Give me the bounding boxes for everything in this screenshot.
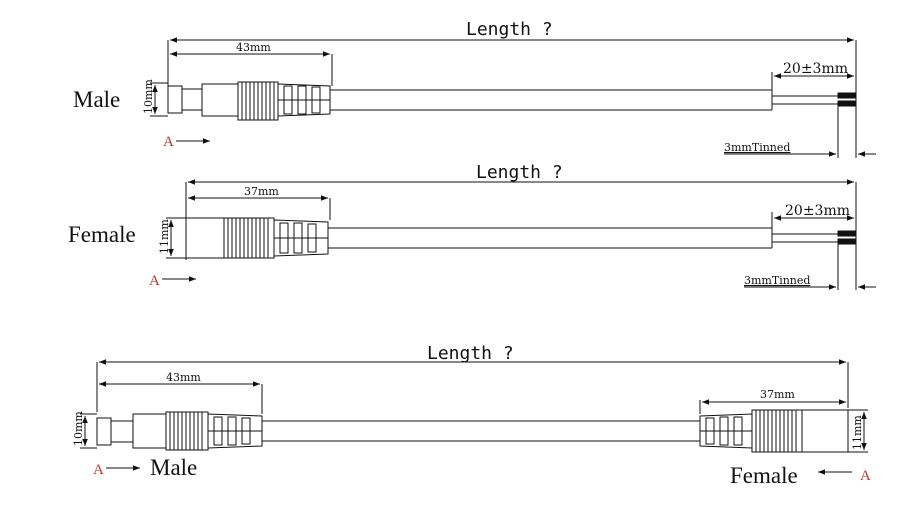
tinned-wire-end: [837, 92, 857, 99]
female-socket: [801, 409, 849, 453]
length-label: Length ?: [466, 19, 553, 40]
right-connector-diameter-label: 11mm: [851, 415, 864, 450]
male-label: Male: [73, 87, 120, 112]
male-label: Male: [150, 455, 197, 480]
male-grip-ribs: [237, 81, 279, 121]
connector-length-label: 37mm: [244, 185, 279, 198]
connector-diameter-label: 11mm: [158, 219, 171, 254]
female-socket: [185, 217, 225, 259]
female-grip-ribs: [751, 409, 803, 453]
male-grip-ribs: [165, 411, 209, 451]
male-strain-relief: [207, 413, 263, 449]
male-strain-relief: [277, 83, 331, 117]
view-marker-a: A: [149, 273, 160, 289]
right-view-marker-a: A: [860, 468, 871, 484]
female-grip-ribs: [223, 217, 275, 259]
tinned-label: 3mmTinned: [724, 141, 790, 154]
female-strain-relief: [699, 413, 753, 449]
left-view-marker-a: A: [93, 462, 104, 478]
tinned-wire-end: [837, 230, 857, 237]
male-barrel: [167, 85, 183, 114]
right-connector-length-label: 37mm: [760, 388, 795, 401]
left-connector-length-label: 43mm: [166, 371, 201, 384]
female-label: Female: [68, 222, 136, 247]
cable-1-male-to-open: [150, 37, 876, 158]
male-barrel: [96, 417, 112, 446]
connector-diameter-label: 10mm: [142, 79, 155, 114]
strip-length-label: 20±3mm: [783, 61, 848, 77]
female-strain-relief: [273, 219, 329, 257]
length-label: Length ?: [476, 162, 563, 183]
cable-2-female-to-open: [162, 179, 876, 290]
view-marker-a: A: [163, 134, 174, 150]
female-label: Female: [730, 463, 798, 488]
left-connector-diameter-label: 10mm: [72, 411, 85, 446]
cable-3-male-to-female: [80, 359, 868, 475]
length-label: Length ?: [427, 343, 514, 364]
tinned-label: 3mmTinned: [744, 274, 810, 287]
strip-length-label: 20±3mm: [785, 203, 850, 219]
connector-length-label: 43mm: [236, 41, 271, 54]
